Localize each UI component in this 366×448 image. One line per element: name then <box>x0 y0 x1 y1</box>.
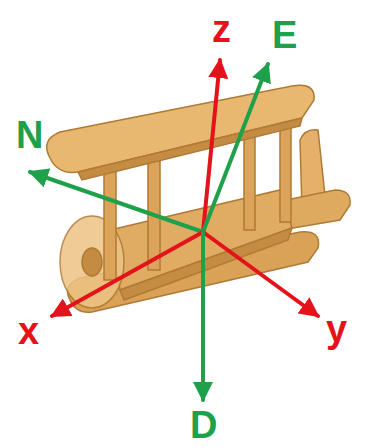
axis-label: E <box>272 16 297 54</box>
x-axis <box>52 232 203 316</box>
axis-label: N <box>16 116 43 154</box>
d-axis <box>201 232 205 400</box>
e-axis <box>203 64 268 232</box>
n-axis <box>30 172 203 232</box>
axis-label: z <box>212 10 231 48</box>
biplane-toy <box>47 85 351 312</box>
axis-label: y <box>326 310 347 348</box>
axis-label: x <box>18 312 39 350</box>
axis-label: D <box>190 406 217 444</box>
y-axis <box>203 232 318 316</box>
axes <box>30 60 318 400</box>
